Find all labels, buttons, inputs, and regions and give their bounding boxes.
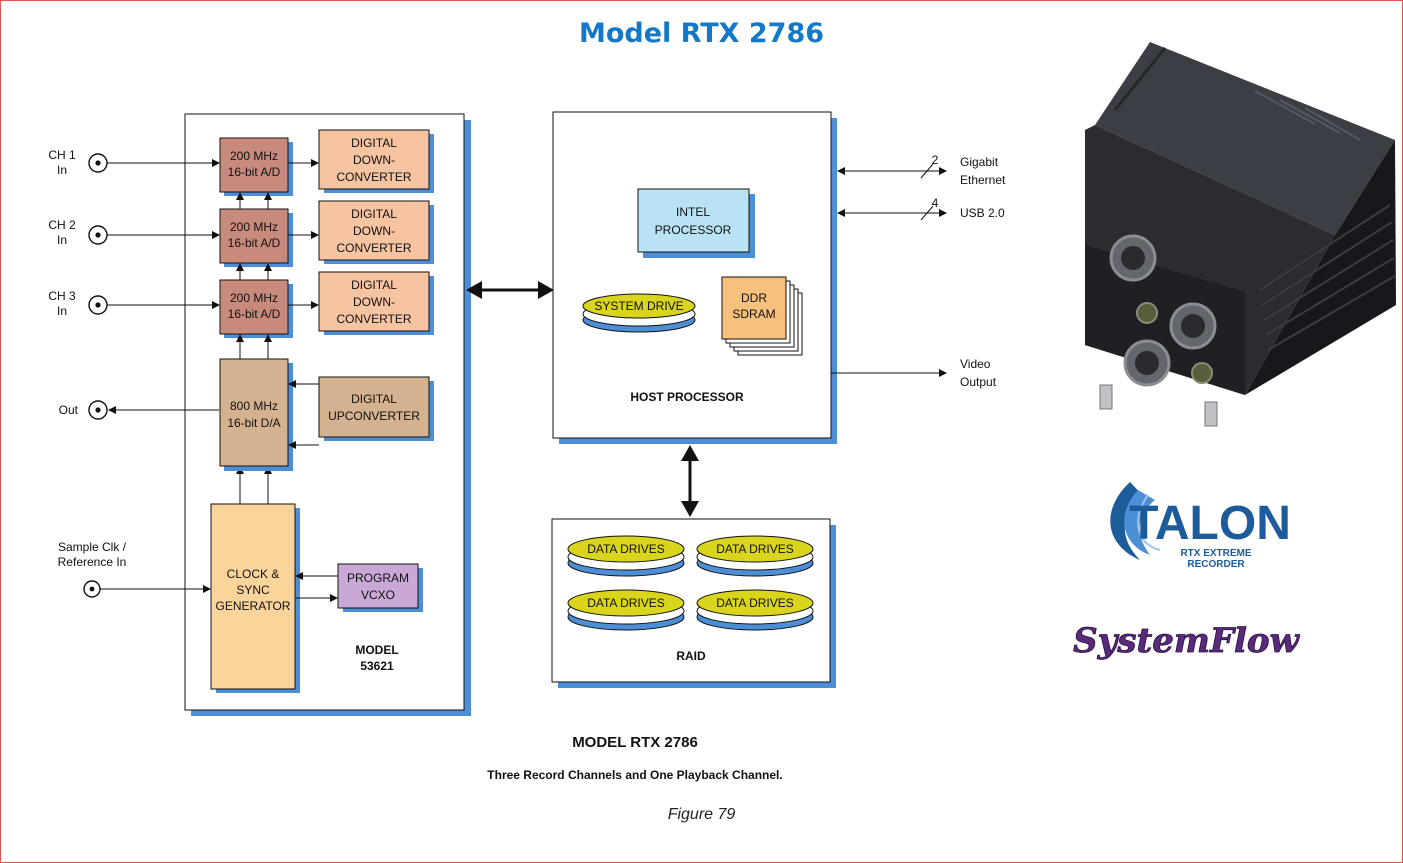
talon-wordmark: TALON [1129, 497, 1291, 550]
host-raid-link [681, 445, 699, 517]
systemflow-wordmark: SystemFlow [1073, 621, 1300, 661]
talon-sub-2: RECORDER [1187, 559, 1245, 570]
data-drive-4: DATA DRIVES [696, 589, 814, 631]
output-out: Out [59, 400, 108, 420]
ddc3-line2: DOWN- [353, 295, 395, 309]
input-lines [100, 159, 220, 593]
adc2-line2: 16-bit A/D [228, 236, 281, 250]
ddc3-line1: DIGITAL [351, 278, 397, 292]
input-ch3: CH 3 In [48, 289, 108, 318]
data-drive-1-label: DATA DRIVES [587, 542, 665, 556]
ddc1-line1: DIGITAL [351, 136, 397, 150]
out-label: Out [59, 403, 79, 417]
adc3-line1: 200 MHz [230, 291, 278, 305]
video-label-line1: Video [960, 357, 991, 371]
raid-label: RAID [676, 649, 706, 663]
ddc2-line3: CONVERTER [336, 241, 411, 255]
ddc2-line2: DOWN- [353, 224, 395, 238]
board-model-line2: 53621 [360, 659, 394, 673]
ddc-block-1: DIGITAL DOWN- CONVERTER [318, 129, 434, 193]
adc2-line1: 200 MHz [230, 220, 278, 234]
input-ch1: CH 1 In [48, 148, 108, 177]
caption-title: MODEL RTX 2786 [572, 734, 698, 751]
clock-sync-block: CLOCK & SYNC GENERATOR [210, 503, 300, 693]
duc-block: DIGITAL UPCONVERTER [318, 376, 434, 441]
ch2-label-line1: CH 2 [48, 218, 76, 232]
data-drive-1: DATA DRIVES [567, 535, 685, 577]
board-model-line1: MODEL [355, 643, 398, 657]
data-drive-2-label: DATA DRIVES [716, 542, 794, 556]
systemflow-logo: SystemFlow [1073, 621, 1301, 662]
talon-sub-1: RTX EXTREME [1180, 548, 1251, 559]
dac-line2: 16-bit D/A [227, 416, 280, 430]
vcxo-line2: VCXO [361, 588, 395, 602]
vcxo-arrows [295, 572, 338, 602]
ddr-line2: SDRAM [732, 307, 775, 321]
gige-label-line2: Ethernet [960, 173, 1006, 187]
ch1-label-line2: In [57, 163, 67, 177]
caption-subtitle: Three Record Channels and One Playback C… [487, 768, 783, 782]
adc-ddc-arrows [288, 159, 319, 309]
adc1-line2: 16-bit A/D [228, 165, 281, 179]
clk-label-line2: Reference In [58, 555, 127, 569]
usb-link [837, 205, 947, 221]
data-drive-4-label: DATA DRIVES [716, 596, 794, 610]
ddc3-line3: CONVERTER [336, 312, 411, 326]
system-drive-label: SYSTEM DRIVE [594, 299, 683, 313]
ch3-label-line2: In [57, 304, 67, 318]
host-processor-label: HOST PROCESSOR [630, 390, 744, 404]
ch3-label-line1: CH 3 [48, 289, 76, 303]
ddc1-line2: DOWN- [353, 153, 395, 167]
adc3-line2: 16-bit A/D [228, 307, 281, 321]
adc1-line1: 200 MHz [230, 149, 278, 163]
ch2-label-line2: In [57, 233, 67, 247]
adc-block-3: 200 MHz 16-bit A/D [219, 279, 293, 338]
input-clk: Sample Clk / Reference In [58, 540, 127, 598]
ddr-line1: DDR [741, 291, 767, 305]
data-drive-2: DATA DRIVES [696, 535, 814, 577]
vcxo-line1: PROGRAM [347, 571, 409, 585]
board-host-link [466, 281, 554, 299]
page-title: Model RTX 2786 [578, 18, 825, 49]
clock-line3: GENERATOR [216, 599, 291, 613]
video-label-line2: Output [960, 375, 997, 389]
gige-count: 2 [932, 153, 939, 167]
duc-dac-arrows [288, 380, 319, 449]
system-drive-icon: SYSTEM DRIVE [582, 293, 696, 333]
clock-line1: CLOCK & [227, 567, 280, 581]
adc-block-2: 200 MHz 16-bit A/D [219, 208, 293, 267]
duc-line1: DIGITAL [351, 392, 397, 406]
talon-logo: TALON RTX EXTREME RECORDER [1110, 482, 1291, 570]
input-ch2: CH 2 In [48, 218, 108, 247]
ddr-sdram-stack: DDR SDRAM [721, 276, 803, 356]
ddc1-line3: CONVERTER [336, 170, 411, 184]
ddc2-line1: DIGITAL [351, 207, 397, 221]
intel-processor-block: INTEL PROCESSOR [637, 188, 755, 258]
clk-label-line1: Sample Clk / [58, 540, 127, 554]
ddc-block-3: DIGITAL DOWN- CONVERTER [318, 271, 434, 335]
clock-distribution-arrows [236, 192, 272, 504]
ddc-block-2: DIGITAL DOWN- CONVERTER [318, 200, 434, 264]
dac-block: 800 MHz 16-bit D/A [219, 358, 293, 471]
intel-line2: PROCESSOR [655, 223, 732, 237]
figure-label: Figure 79 [667, 806, 736, 823]
vcxo-block: PROGRAM VCXO [337, 563, 423, 612]
adc-block-1: 200 MHz 16-bit A/D [219, 137, 293, 196]
data-drive-3: DATA DRIVES [567, 589, 685, 631]
intel-line1: INTEL [676, 205, 710, 219]
ch1-label-line1: CH 1 [48, 148, 76, 162]
gige-link [837, 163, 947, 179]
clock-line2: SYNC [236, 583, 270, 597]
duc-line2: UPCONVERTER [328, 409, 420, 423]
rtx-2786-product-photo [1085, 42, 1396, 427]
gige-label-line1: Gigabit [960, 155, 999, 169]
data-drive-3-label: DATA DRIVES [587, 596, 665, 610]
host-processor-box [552, 111, 837, 444]
usb-count: 4 [932, 196, 939, 210]
usb-label: USB 2.0 [960, 206, 1005, 220]
dac-line1: 800 MHz [230, 399, 278, 413]
